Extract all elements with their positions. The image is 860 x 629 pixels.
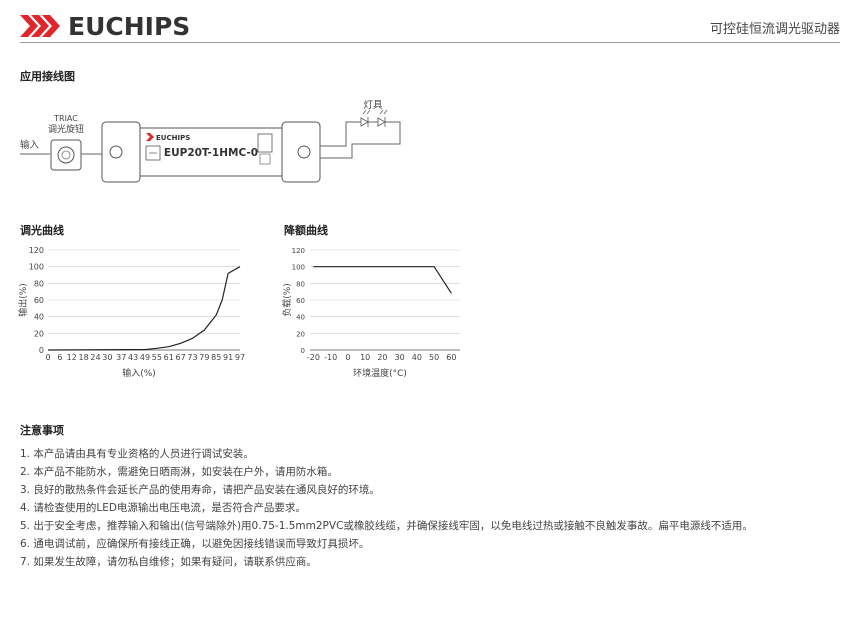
x-tick-label: 60: [446, 353, 456, 362]
x-tick-label: 30: [395, 353, 405, 362]
brand-logo: EUCHIPS: [20, 11, 191, 41]
series-line: [47, 266, 241, 351]
x-tick-label: 30: [102, 353, 112, 362]
y-tick-label: 120: [29, 246, 44, 255]
x-tick-label: 50: [429, 353, 439, 362]
x-tick-label: 12: [67, 353, 77, 362]
y-tick-label: 20: [34, 329, 44, 338]
wiring-diagram: TRIAC 调光旋钮 输入 EUCHIPS EUP20T-1HMC-0: [20, 100, 401, 183]
triac-label: TRIAC: [53, 114, 78, 123]
x-tick-label: 73: [187, 353, 197, 362]
lamp-label: 灯具: [363, 100, 383, 111]
x-tick-label: 79: [199, 353, 209, 362]
x-tick-label: 43: [128, 353, 138, 362]
list-item: 7. 如果发生故障，请勿私自维修；如果有疑问，请联系供应商。: [20, 556, 317, 568]
x-tick-label: 0: [345, 353, 350, 362]
y-tick-label: 80: [296, 280, 305, 288]
x-tick-label: 61: [164, 353, 174, 362]
knob-label: 调光旋钮: [48, 123, 84, 135]
list-item: 6. 通电调试前，应确保所有接线正确，以避免因接线错误而导致灯具损坏。: [20, 538, 370, 550]
x-axis-label: 输入(%): [122, 367, 156, 379]
x-tick-label: 55: [152, 353, 162, 362]
input-label: 输入: [20, 139, 40, 151]
y-tick-label: 80: [34, 279, 44, 288]
x-tick-label: -10: [324, 353, 337, 362]
driver-device: EUCHIPS EUP20T-1HMC-0: [101, 121, 321, 183]
x-tick-label: 91: [223, 353, 233, 362]
product-category-title: 可控硅恒流调光驱动器: [709, 22, 840, 37]
brand-logo-mark-icon: [20, 15, 60, 37]
list-item: 4. 请检查使用的LED电源输出电压电流，是否符合产品要求。: [20, 502, 306, 514]
list-item: 3. 良好的散热条件会延长产品的使用寿命，请把产品安装在通风良好的环境。: [20, 484, 380, 496]
y-tick-label: 20: [296, 330, 305, 338]
x-tick-label: 49: [140, 353, 150, 362]
list-item: 1. 本产品请由具有专业资格的人员进行调试安装。: [20, 448, 254, 460]
derating-chart: 0 20 40 60 80 100 120 -20 -10 0 10 20 30 40 50 60 环境温度(°…: [281, 247, 460, 379]
x-tick-label: 6: [57, 353, 62, 362]
brand-name: EUCHIPS: [68, 11, 191, 41]
y-axis-label: 负载(%): [281, 283, 293, 317]
list-item: 5. 出于安全考虑，推荐输入和输出(信号端除外)用0.75-1.5mm2PVC或…: [20, 520, 753, 532]
notes-section-title: 注意事项: [20, 424, 64, 437]
y-tick-label: 40: [34, 313, 44, 322]
led-icon: [360, 109, 371, 127]
y-tick-label: 60: [34, 296, 44, 305]
x-tick-label: 37: [116, 353, 126, 362]
x-tick-label: 20: [377, 353, 387, 362]
derating-chart-title: 降额曲线: [284, 224, 328, 237]
y-axis-label: 输出(%): [17, 283, 29, 317]
series-line: [313, 266, 452, 294]
dimmer-knob-icon: [50, 139, 82, 171]
x-tick-label: 18: [79, 353, 89, 362]
x-tick-label: -20: [307, 353, 320, 362]
y-tick-label: 60: [296, 297, 305, 305]
x-tick-label: 10: [360, 353, 370, 362]
x-tick-label: 67: [176, 353, 186, 362]
y-tick-label: 120: [292, 247, 305, 255]
driver-brand-label: EUCHIPS: [156, 134, 190, 142]
dimming-chart-title: 调光曲线: [20, 224, 64, 237]
led-icon: [377, 109, 388, 127]
notes-list: 1. 本产品请由具有专业资格的人员进行调试安装。 2. 本产品不能防水，需避免日…: [20, 445, 840, 571]
y-tick-label: 0: [301, 347, 305, 355]
y-tick-label: 100: [292, 264, 305, 272]
y-tick-label: 100: [29, 263, 44, 272]
x-tick-label: 85: [211, 353, 221, 362]
output-wire-bottom: [320, 121, 401, 159]
wiring-section-title: 应用接线图: [20, 70, 75, 83]
output-wire-top: [320, 121, 352, 147]
x-tick-label: 40: [412, 353, 422, 362]
driver-model-label: EUP20T-1HMC-0: [164, 147, 258, 159]
y-tick-label: 40: [296, 314, 305, 322]
list-item: 2. 本产品不能防水，需避免日晒雨淋，如安装在户外，请用防水箱。: [20, 466, 338, 478]
x-tick-label: 24: [90, 353, 100, 362]
y-tick-label: 0: [39, 346, 44, 355]
x-tick-label: 97: [235, 353, 245, 362]
page-header: EUCHIPS 可控硅恒流调光驱动器: [20, 8, 840, 43]
x-tick-label: 0: [45, 353, 50, 362]
x-axis-label: 环境温度(°C): [353, 367, 407, 379]
